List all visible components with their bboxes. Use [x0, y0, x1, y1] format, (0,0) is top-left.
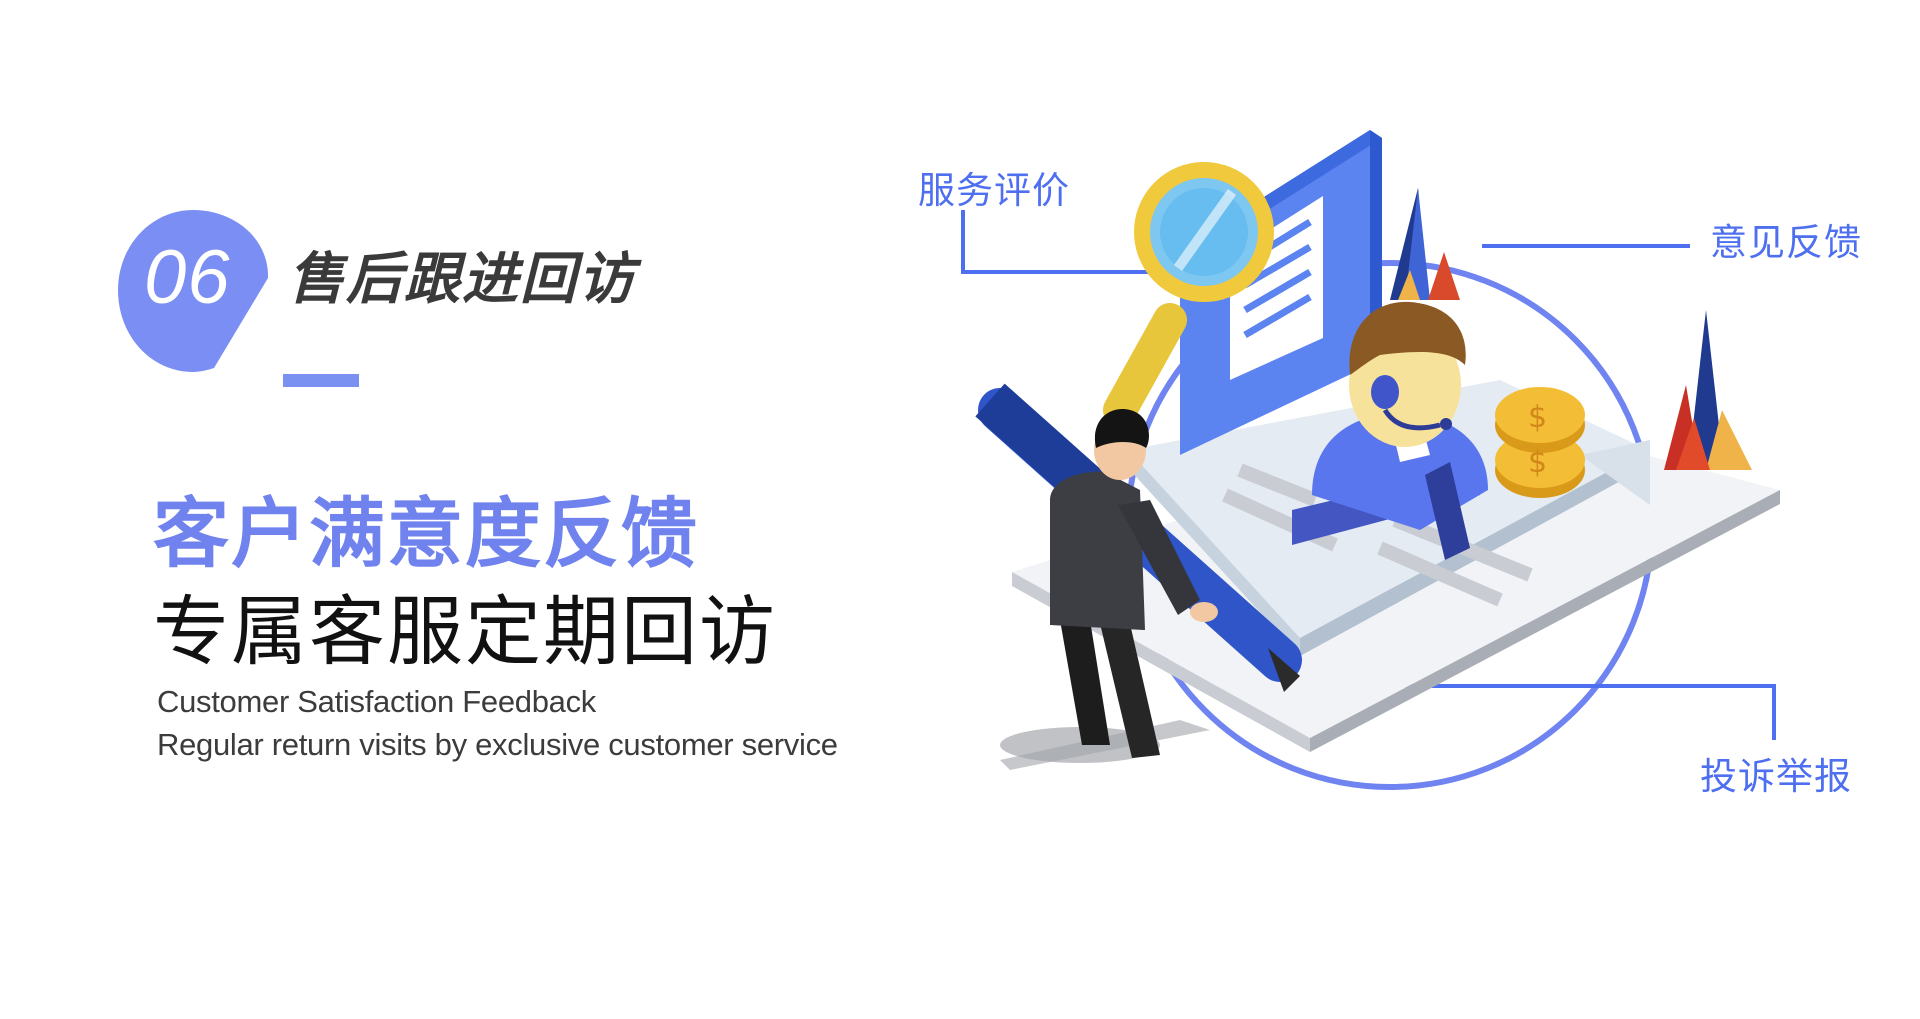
spike-chart-top	[1390, 188, 1460, 300]
spike-chart-right	[1664, 310, 1752, 470]
section-title: 售后跟进回访	[288, 247, 636, 312]
english-line-1: Customer Satisfaction Feedback	[157, 684, 596, 719]
svg-text:$: $	[1528, 400, 1547, 435]
title-underline	[283, 374, 359, 387]
headline: 客户满意度反馈	[153, 489, 699, 578]
document-page	[1230, 196, 1323, 380]
subheadline: 专属客服定期回访	[153, 587, 777, 676]
coin-icon: $ $	[1495, 387, 1585, 498]
magnifier-icon	[1103, 162, 1274, 427]
orbit-circle	[1125, 260, 1655, 790]
english-line-2: Regular return visits by exclusive custo…	[157, 727, 838, 762]
svg-text:$: $	[1528, 445, 1547, 480]
platform-top	[1012, 418, 1780, 738]
businessman-figure	[975, 383, 1302, 770]
arrow-shape	[1580, 440, 1650, 505]
platform-side-right	[1310, 490, 1780, 752]
callout-opinion-feedback: 意见反馈	[1710, 221, 1862, 264]
callout-complaint-report: 投诉举报	[1700, 755, 1852, 798]
section-number-badge	[118, 210, 268, 372]
agent-avatar	[1292, 301, 1488, 560]
callout-line-service	[961, 210, 1272, 274]
screen-front	[1180, 130, 1370, 455]
callout-service-rating: 服务评价	[918, 169, 1070, 212]
callout-line-complaint	[1357, 684, 1776, 740]
section-number: 06	[144, 235, 231, 320]
paper-sheet	[1128, 380, 1648, 638]
platform-side-left	[1012, 572, 1310, 752]
